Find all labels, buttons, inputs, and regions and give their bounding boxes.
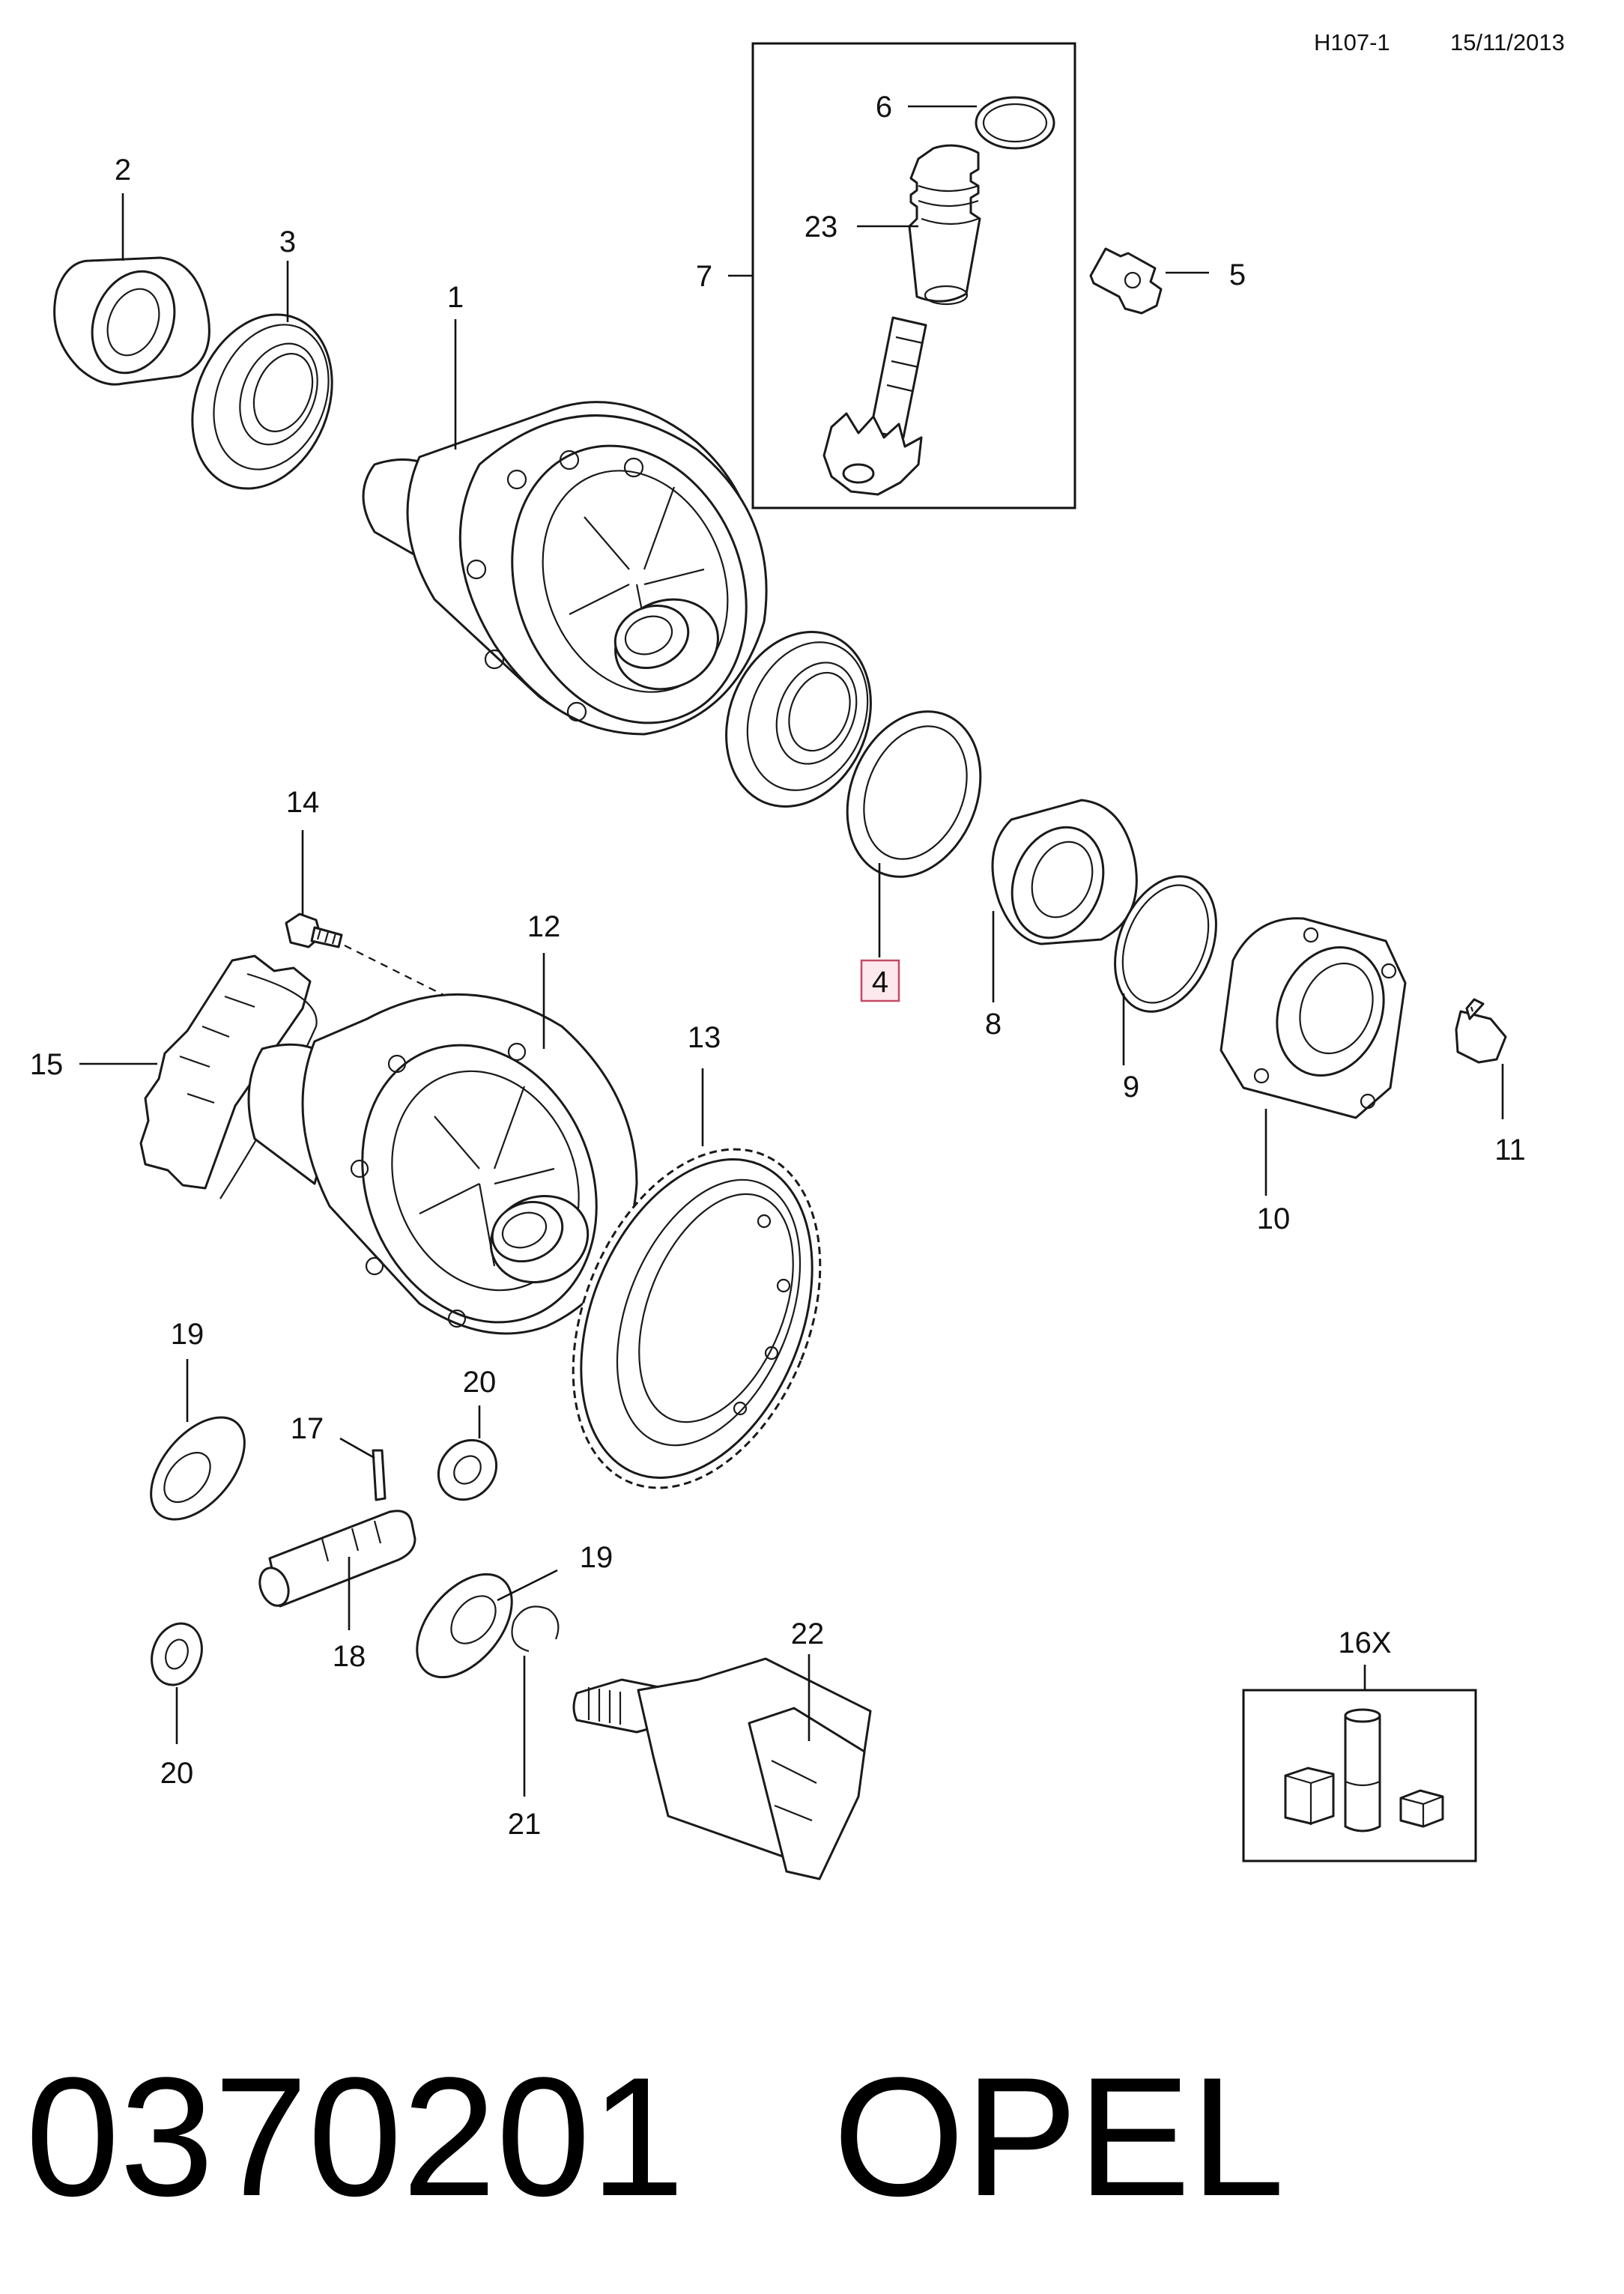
callout-8: 8	[985, 1008, 1002, 1041]
callout-7: 7	[696, 260, 712, 293]
callout-17: 17	[291, 1412, 324, 1445]
part-9-gasket	[1114, 875, 1217, 1013]
part-2-seal	[53, 256, 210, 386]
callout-20-lower: 20	[160, 1757, 194, 1790]
callout-22: 22	[791, 1617, 825, 1650]
callout-5: 5	[1229, 258, 1246, 291]
part-1-differential-housing	[362, 401, 768, 736]
part-20-washer-upper	[437, 1438, 498, 1501]
part-11-bolt	[1455, 998, 1507, 1064]
callout-2: 2	[115, 154, 131, 187]
part-21-circlip	[511, 1606, 560, 1653]
callout-13: 13	[688, 1021, 721, 1054]
part-19-thrust-washer-upper	[150, 1416, 246, 1521]
part-10-flange-cover	[1219, 917, 1407, 1119]
callout-1: 1	[447, 281, 464, 314]
callout-19-upper: 19	[171, 1318, 204, 1351]
callout-3: 3	[279, 226, 296, 258]
callout-4-highlight	[860, 959, 900, 1002]
part-18-pinion-shaft	[258, 1510, 416, 1608]
callout-23: 23	[805, 211, 838, 243]
part-13-ring-gear	[572, 1148, 822, 1489]
part-5-bolt	[1089, 247, 1163, 315]
part-8-bearing-upper	[725, 631, 872, 808]
leader-lines	[79, 105, 1504, 1797]
callout-11: 11	[1494, 1134, 1526, 1166]
part-16x-kit-parts	[1284, 1708, 1444, 1833]
part-3-bearing	[191, 313, 333, 490]
brand-name: OPEL	[833, 2042, 1285, 2231]
callout-14: 14	[286, 786, 320, 819]
callout-labels: 2 3 1 6 23 7 5 14 12 4 8 13 15 9 11 10 1…	[30, 91, 1526, 1841]
kit-16x-box	[1242, 1689, 1477, 1862]
part-23-bushing	[908, 144, 981, 306]
callout-10: 10	[1257, 1202, 1291, 1235]
drawing-date: 15/11/2013	[1450, 29, 1565, 55]
part-12-differential-case	[247, 993, 638, 1335]
callout-16x: 16X	[1338, 1626, 1391, 1659]
part-19-thrust-washer-lower	[416, 1573, 513, 1679]
part-17-roll-pin	[372, 1449, 387, 1501]
part-4-shim	[846, 710, 982, 878]
callout-18: 18	[333, 1640, 366, 1673]
callout-21: 21	[508, 1808, 542, 1841]
part-7-driven-gear	[822, 316, 927, 496]
callout-20-upper: 20	[463, 1366, 497, 1399]
part-20-washer-lower	[151, 1622, 203, 1686]
drawing-code: H107-1	[1314, 29, 1390, 55]
callout-12: 12	[527, 910, 561, 943]
part-15-speedo-ring	[139, 954, 318, 1199]
callout-19-lower: 19	[580, 1541, 613, 1574]
callout-15: 15	[30, 1048, 64, 1081]
part-8-seal	[991, 799, 1138, 945]
callout-9: 9	[1123, 1071, 1139, 1104]
callout-6: 6	[876, 91, 892, 124]
part-22-output-shaft	[572, 1657, 872, 1880]
part-6-o-ring	[975, 96, 1055, 150]
part-number: 0370201	[25, 2042, 685, 2231]
callout-4: 4	[872, 966, 888, 999]
part-14-bolt	[285, 913, 343, 948]
